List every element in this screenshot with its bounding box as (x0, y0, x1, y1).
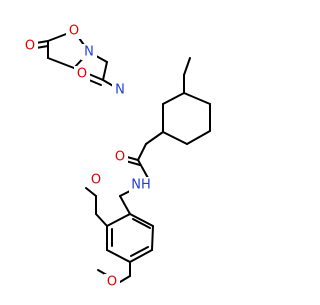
label-background (112, 82, 128, 98)
o-methoxy-bottom-label: O (107, 275, 117, 290)
o-amide-atom: O (112, 149, 128, 165)
bond (151, 225, 154, 251)
bond (145, 131, 164, 145)
o-methoxy-top-label: O (91, 173, 101, 188)
o-methoxy-bottom-atom: O (104, 274, 120, 290)
bond (130, 246, 149, 257)
o-carbonyl-ring-atom: O (22, 38, 38, 54)
o-amide-label: O (115, 150, 125, 165)
nh-amide-label: NH (131, 178, 151, 193)
bond (102, 61, 108, 81)
bond (183, 92, 211, 105)
o-acyl-atom: O (74, 66, 90, 82)
label-background (74, 66, 90, 82)
n-piperidine-atom: N (112, 82, 128, 98)
nh-amide-atom: NH (129, 177, 153, 193)
n-oxazolidinone-atom: N (81, 44, 97, 60)
label-background (22, 38, 38, 54)
bond (129, 213, 154, 227)
bond (95, 213, 108, 227)
o-ring-label: O (69, 24, 79, 39)
n-oxazolidinone-label: N (84, 45, 94, 60)
label-background (112, 149, 128, 165)
bond (137, 143, 147, 161)
o-ring-carbonyl-label: O (25, 39, 35, 54)
o-acyl-label: O (77, 67, 87, 82)
structure-svg: O O N O N O NH O (22, 23, 211, 290)
bond (162, 131, 188, 145)
o-ring-atom: O (66, 23, 82, 39)
bond (132, 218, 151, 229)
bond (119, 195, 131, 215)
label-background (129, 177, 153, 193)
bond (106, 213, 131, 227)
label-background (66, 23, 82, 39)
benzene-ring (106, 213, 154, 263)
bond (119, 275, 131, 283)
label-background (88, 172, 104, 188)
piperidine-ring (162, 57, 211, 145)
bond (183, 57, 191, 76)
label-background (81, 44, 97, 60)
bond (137, 159, 149, 179)
molecule-diagram: O O N O N O NH O (22, 23, 211, 290)
bond (186, 130, 211, 145)
o-methoxy-top-atom: O (88, 172, 104, 188)
bond (129, 249, 153, 263)
bond (106, 249, 131, 263)
n-piperidine-label: N (115, 83, 125, 98)
atom-labels: O O N O N O NH O (22, 23, 153, 290)
bond (85, 187, 97, 197)
label-background (104, 274, 120, 290)
bond (47, 57, 75, 69)
bond (162, 92, 185, 105)
